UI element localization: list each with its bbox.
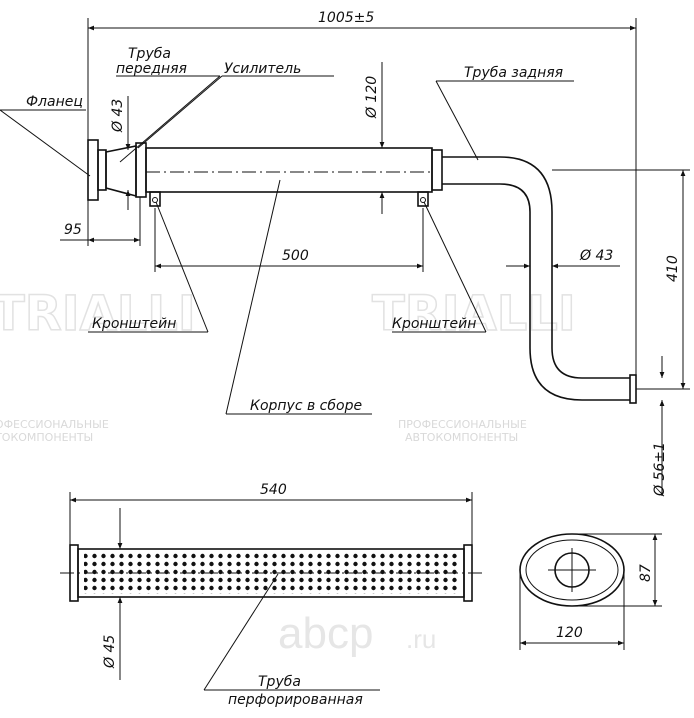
reinforcement-shape xyxy=(135,142,147,198)
watermark-brand-right: TRIALLI xyxy=(372,286,576,342)
watermark-group: TRIALLI TRIALLI ПРОФЕССИОНАЛЬНЫЕ АВТОКОМ… xyxy=(0,285,577,658)
label-perforated-pipe-2: перфорированная xyxy=(228,692,363,708)
labels-top: Труба передняя Усилитель Фланец Труба за… xyxy=(0,46,574,415)
flange-shape xyxy=(87,139,99,201)
dim-section-width: 120 xyxy=(556,625,583,641)
rear-pipe-outer xyxy=(442,156,630,379)
dim-rear-pipe-diameter: Ø 43 xyxy=(579,248,613,264)
watermark-tagline-left-1: ПРОФЕССИОНАЛЬНЫЕ xyxy=(0,418,109,431)
watermark-tagline-right-1: ПРОФЕССИОНАЛЬНЫЕ xyxy=(398,418,527,431)
dim-bracket-spacing: 500 xyxy=(282,248,309,264)
label-bracket-right: Кронштейн xyxy=(392,316,476,332)
dimensions-top: 1005±5 95 500 Ø 120 Ø 43 410 Ø 43 xyxy=(60,10,690,497)
muffler-assembly-view xyxy=(87,139,637,404)
rear-pipe-inner xyxy=(442,183,630,401)
label-front-pipe-2: передняя xyxy=(116,61,187,77)
cross-section-view: 87 120 xyxy=(519,533,662,650)
watermark-brand-left: TRIALLI xyxy=(0,286,196,342)
dim-flange-offset: 95 xyxy=(64,222,82,238)
dim-height: 410 xyxy=(665,255,681,282)
label-bracket-left: Кронштейн xyxy=(92,316,176,332)
bracket-right-shape xyxy=(417,191,429,207)
label-rear-pipe: Труба задняя xyxy=(464,65,563,81)
watermark-tagline-right-2: АВТОКОМПОНЕНТЫ xyxy=(405,431,518,444)
watermark-site-tld: .ru xyxy=(406,624,436,654)
perforated-pipe-view: 540 Ø 45 Труба перфорированная xyxy=(60,482,482,708)
label-perforated-pipe-1: Труба xyxy=(258,674,301,690)
watermark-site: abcp xyxy=(278,609,373,658)
dim-body-diameter: Ø 120 xyxy=(364,76,380,119)
body-shape xyxy=(145,147,433,193)
dim-outlet-diameter: Ø 56±1 xyxy=(652,442,668,497)
dim-front-pipe-diameter: Ø 43 xyxy=(110,99,126,133)
watermark-tagline-left-2: АВТОКОМПОНЕНТЫ xyxy=(0,431,93,444)
label-reinforcement: Усилитель xyxy=(224,61,301,77)
dim-perforated-diameter: Ø 45 xyxy=(102,635,118,669)
label-flange: Фланец xyxy=(26,94,83,110)
bracket-left-shape xyxy=(149,191,161,207)
label-body-assembly: Корпус в сборе xyxy=(250,398,362,414)
label-front-pipe-1: Труба xyxy=(128,46,171,62)
dim-section-height: 87 xyxy=(638,564,654,582)
dim-perforated-length: 540 xyxy=(260,482,287,498)
outlet-shape xyxy=(629,374,637,404)
dim-total-length: 1005±5 xyxy=(318,10,374,26)
front-pipe-shape xyxy=(105,145,137,198)
